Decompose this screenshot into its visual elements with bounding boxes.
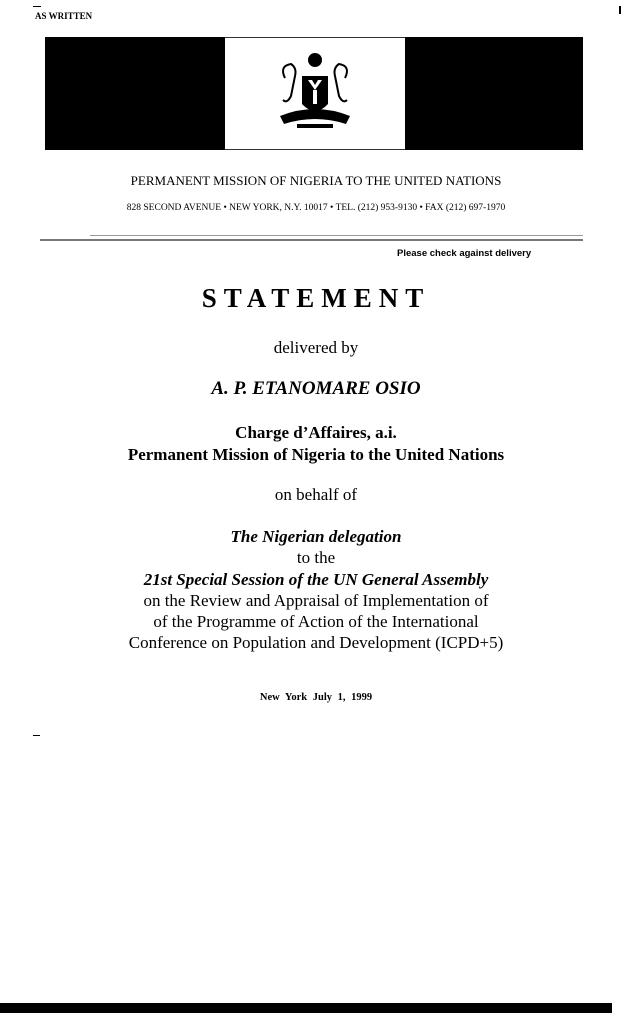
on-behalf-of: on behalf of [274,485,358,504]
flag-center-band [225,37,405,150]
flag-left-band [45,37,225,150]
subject-line: Conference on Population and Development… [128,633,504,652]
scan-mark [33,735,40,736]
organization: Permanent Mission of Nigeria to the Unit… [127,445,505,464]
divider [40,239,583,241]
dateline: New York July 1, 1999 [259,692,373,703]
delivery-note: Please check against delivery [397,248,532,259]
subject-line: of the Programme of Action of the Intern… [153,612,479,631]
scan-mark [33,6,41,7]
scan-mark [619,6,621,14]
session-name: 21st Special Session of the UN General A… [143,570,489,589]
delivered-by: delivered by [273,338,359,357]
delegation: The Nigerian delegation [230,527,402,546]
statement-title: STATEMENT [201,283,431,313]
page-bottom-bar [0,1003,612,1013]
as-written-stamp: AS WRITTEN [35,11,93,21]
speaker-position: Charge d’Affaires, a.i. [235,423,397,442]
flag-right-band [405,37,583,150]
subject-line: on the Review and Appraisal of Implement… [143,591,489,610]
mission-address: 828 SECOND AVENUE • NEW YORK, N.Y. 10017… [126,203,506,213]
divider [90,235,583,236]
coat-of-arms-icon [280,53,350,128]
speaker-name: A. P. ETANOMARE OSIO [211,378,421,399]
mission-name: PERMANENT MISSION OF NIGERIA TO THE UNIT… [130,173,502,188]
to-the: to the [296,548,336,567]
